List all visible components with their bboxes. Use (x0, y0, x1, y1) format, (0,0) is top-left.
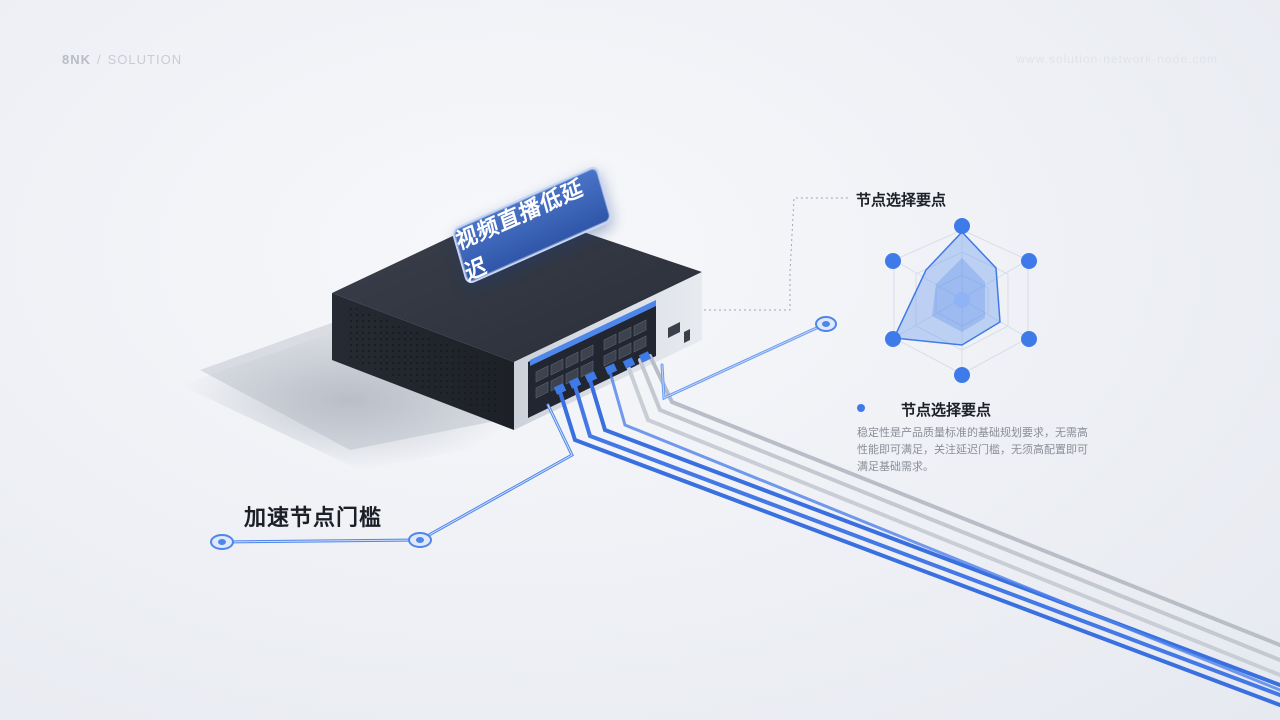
brand-logo: 8NK (62, 52, 92, 67)
switch-top (332, 208, 702, 362)
brand-header: 8NK / SOLUTION (62, 52, 182, 67)
cables (220, 322, 1280, 707)
header-url: www.solution-network-node.com (1016, 52, 1218, 66)
acceleration-label: 加速节点门槛 (244, 506, 383, 531)
cable-node-left-a (210, 534, 234, 550)
brand-separator: / (97, 52, 102, 67)
bullet-icon (857, 404, 865, 412)
cable-node-right (815, 316, 837, 332)
ethernet-ports (535, 319, 647, 399)
radar-title: 节点选择要点 (856, 191, 947, 209)
device-shadow (180, 320, 520, 470)
cable-node-left-b (408, 532, 432, 548)
info-subtitle: 节点选择要点 (901, 401, 992, 419)
brand-section: SOLUTION (107, 52, 183, 67)
info-description: 稳定性是产品质量标准的基础规划要求，无需高性能即可满足，关注延迟门槛，无须高配置… (857, 426, 1088, 473)
radar-chart (885, 218, 1037, 383)
cable-plugs (553, 351, 652, 395)
radar-vertices (885, 218, 1037, 383)
